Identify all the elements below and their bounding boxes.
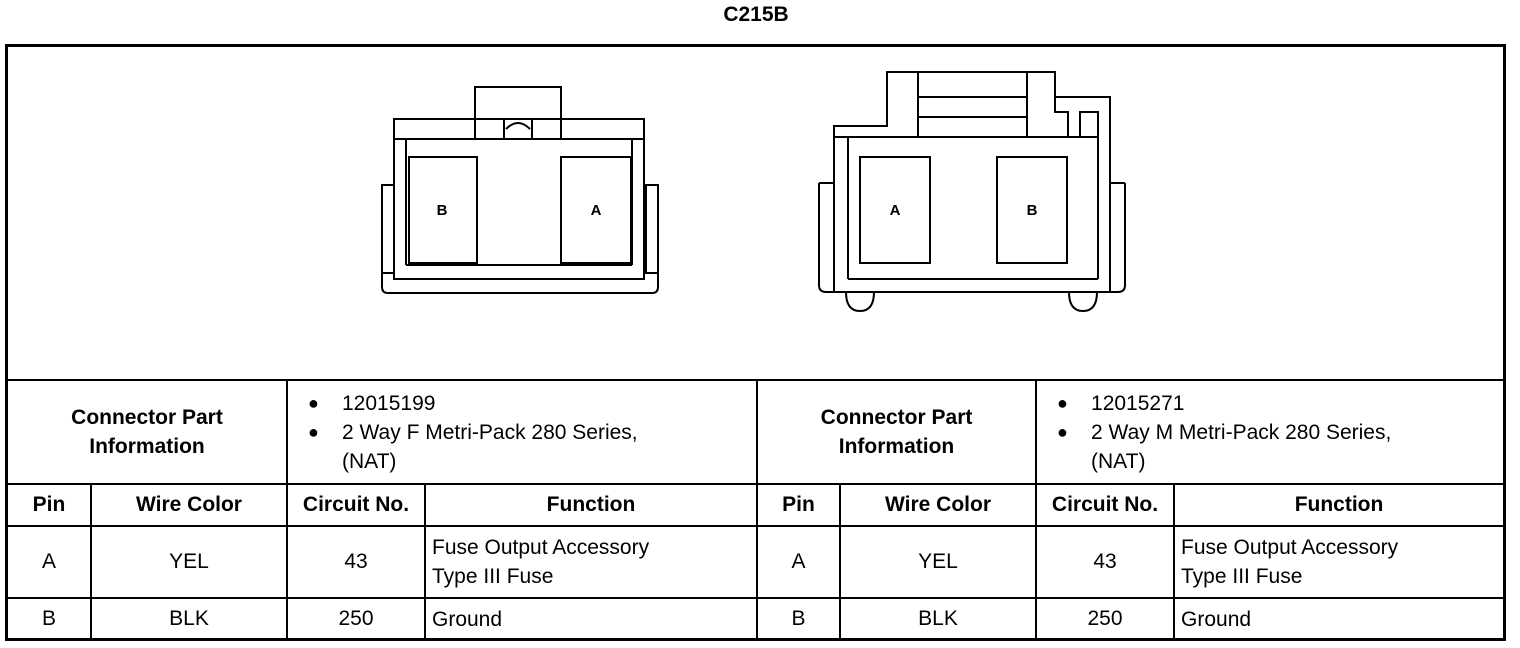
function-line2: Type III Fuse xyxy=(1181,565,1303,588)
wire-color-cell: YEL xyxy=(90,525,288,599)
header-wire-color-right: Wire Color xyxy=(839,483,1038,527)
pin-cell: A xyxy=(756,525,842,599)
part-info-label-left-line1: Connector Part xyxy=(71,406,223,429)
part-description-left: 2 Way F Metri-Pack 280 Series, (NAT) xyxy=(308,418,756,476)
function-cell: Ground xyxy=(1173,597,1504,639)
female-pin-label-2: A xyxy=(591,202,602,219)
pin-cell: A xyxy=(8,525,92,599)
header-wire-color-left: Wire Color xyxy=(90,483,288,527)
connector-diagram: B A A B xyxy=(8,47,1503,379)
pin-cell: B xyxy=(756,597,842,639)
circuit-cell: 43 xyxy=(286,525,426,599)
wire-color-cell: YEL xyxy=(839,525,1038,599)
part-color-right: (NAT) xyxy=(1091,450,1146,473)
header-circuit-left: Circuit No. xyxy=(286,483,426,527)
connector-title: C215B xyxy=(723,3,789,26)
part-info-label-left-line2: Information xyxy=(89,435,205,458)
table-row: B BLK 250 Ground B BLK 250 Ground xyxy=(8,597,1504,639)
header-pin-left: Pin xyxy=(8,483,92,527)
part-info-label-right: Connector Part Information xyxy=(756,379,1038,485)
connector-frame: B A A B xyxy=(5,44,1506,641)
part-info-label-left: Connector Part Information xyxy=(8,379,288,485)
part-info-left: 12015199 2 Way F Metri-Pack 280 Series, (… xyxy=(285,379,759,485)
pinout-table: Connector Part Information 12015199 2 Wa… xyxy=(8,379,1504,639)
function-line1: Fuse Output Accessory xyxy=(1181,536,1399,559)
part-info-label-right-line2: Information xyxy=(838,435,955,458)
part-color-left: (NAT) xyxy=(342,450,397,473)
male-connector-drawing xyxy=(818,71,1126,313)
header-function-left: Function xyxy=(423,483,759,527)
header-function-right: Function xyxy=(1173,483,1504,527)
header-pin-right: Pin xyxy=(756,483,842,527)
part-description-right: 2 Way M Metri-Pack 280 Series, (NAT) xyxy=(1057,418,1503,476)
function-line2: Type III Fuse xyxy=(432,565,554,588)
wire-color-cell: BLK xyxy=(90,597,288,639)
part-number-left: 12015199 xyxy=(308,389,756,418)
circuit-cell: 43 xyxy=(1035,525,1176,599)
circuit-cell: 250 xyxy=(1035,597,1176,639)
male-pin-label-2: B xyxy=(1027,202,1038,219)
pin-cell: B xyxy=(8,597,92,639)
female-connector-drawing xyxy=(381,86,659,294)
circuit-cell: 250 xyxy=(286,597,426,639)
part-info-label-right-line1: Connector Part xyxy=(820,406,973,429)
function-cell: Ground xyxy=(423,597,759,639)
part-info-right: 12015271 2 Way M Metri-Pack 280 Series, (… xyxy=(1035,379,1504,485)
female-pin-label-1: B xyxy=(437,202,448,219)
wire-color-cell: BLK xyxy=(839,597,1038,639)
header-row: Pin Wire Color Circuit No. Function Pin … xyxy=(8,483,1504,527)
male-pin-label-1: A xyxy=(890,202,901,219)
part-number-right: 12015271 xyxy=(1057,389,1503,418)
part-series-right: 2 Way M Metri-Pack 280 Series, xyxy=(1091,421,1392,444)
function-line1: Fuse Output Accessory xyxy=(432,536,650,559)
part-series-left: 2 Way F Metri-Pack 280 Series, xyxy=(342,421,638,444)
header-circuit-right: Circuit No. xyxy=(1035,483,1176,527)
part-info-row: Connector Part Information 12015199 2 Wa… xyxy=(8,379,1504,485)
